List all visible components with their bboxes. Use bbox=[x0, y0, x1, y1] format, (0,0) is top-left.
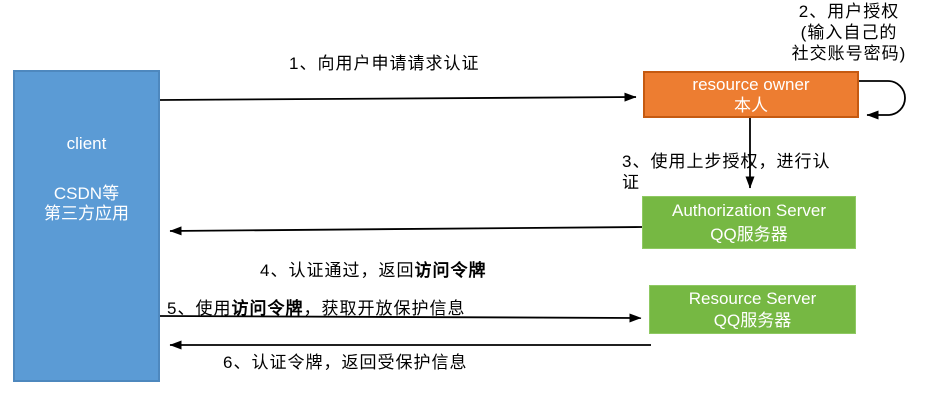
step5-label-bold-text: 访问令牌 bbox=[231, 299, 304, 318]
step3-label-line1: 3、使用上步授权，进行认 bbox=[622, 152, 831, 171]
resource-owner-subtitle: 本人 bbox=[734, 95, 768, 115]
client-box-subtitle1: CSDN等 bbox=[53, 184, 120, 203]
step2-label-line2: (输入自己的 bbox=[800, 23, 898, 42]
arrow-step1 bbox=[159, 92, 637, 102]
client-box-title: client bbox=[66, 134, 107, 153]
client-box: client CSDN等 第三方应用 bbox=[13, 70, 160, 382]
arrow-step4 bbox=[169, 226, 643, 236]
step5-label-text-post: ，获取开放保护信息 bbox=[303, 299, 466, 318]
step2-label-line3: 社交账号密码) bbox=[791, 44, 907, 63]
authorization-server-subtitle: QQ服务器 bbox=[710, 224, 788, 244]
step3-label-line2: 证 bbox=[622, 173, 640, 192]
step5-label: 5、使用访问令牌，获取开放保护信息 bbox=[167, 298, 465, 320]
resource-server-subtitle: QQ服务器 bbox=[713, 310, 792, 330]
authorization-server-title: Authorization Server bbox=[671, 200, 827, 220]
resource-server-box: Resource Server QQ服务器 bbox=[649, 285, 856, 334]
step2-label-line1: 2、用户授权 bbox=[798, 2, 900, 21]
step4-label-bold-text: 访问令牌 bbox=[414, 261, 487, 280]
step5-label-text: 5、使用 bbox=[167, 299, 232, 318]
step4-label: 4、认证通过，返回访问令牌 bbox=[260, 260, 486, 282]
step3-label: 3、使用上步授权，进行认 证 bbox=[622, 151, 830, 193]
step6-label: 6、认证令牌，返回受保护信息 bbox=[223, 353, 468, 372]
resource-server-title: Resource Server bbox=[688, 288, 817, 308]
client-box-subtitle2: 第三方应用 bbox=[44, 204, 129, 223]
step1-label: 1、向用户申请请求认证 bbox=[289, 54, 480, 73]
arrow-step2-self-loop bbox=[859, 80, 906, 120]
resource-owner-title: resource owner bbox=[692, 74, 810, 94]
step2-label: 2、用户授权 (输入自己的 社交账号密码) bbox=[770, 1, 928, 64]
step4-label-text: 4、认证通过，返回 bbox=[260, 261, 415, 280]
authorization-server-box: Authorization Server QQ服务器 bbox=[642, 196, 856, 249]
resource-owner-box: resource owner 本人 bbox=[643, 71, 859, 118]
